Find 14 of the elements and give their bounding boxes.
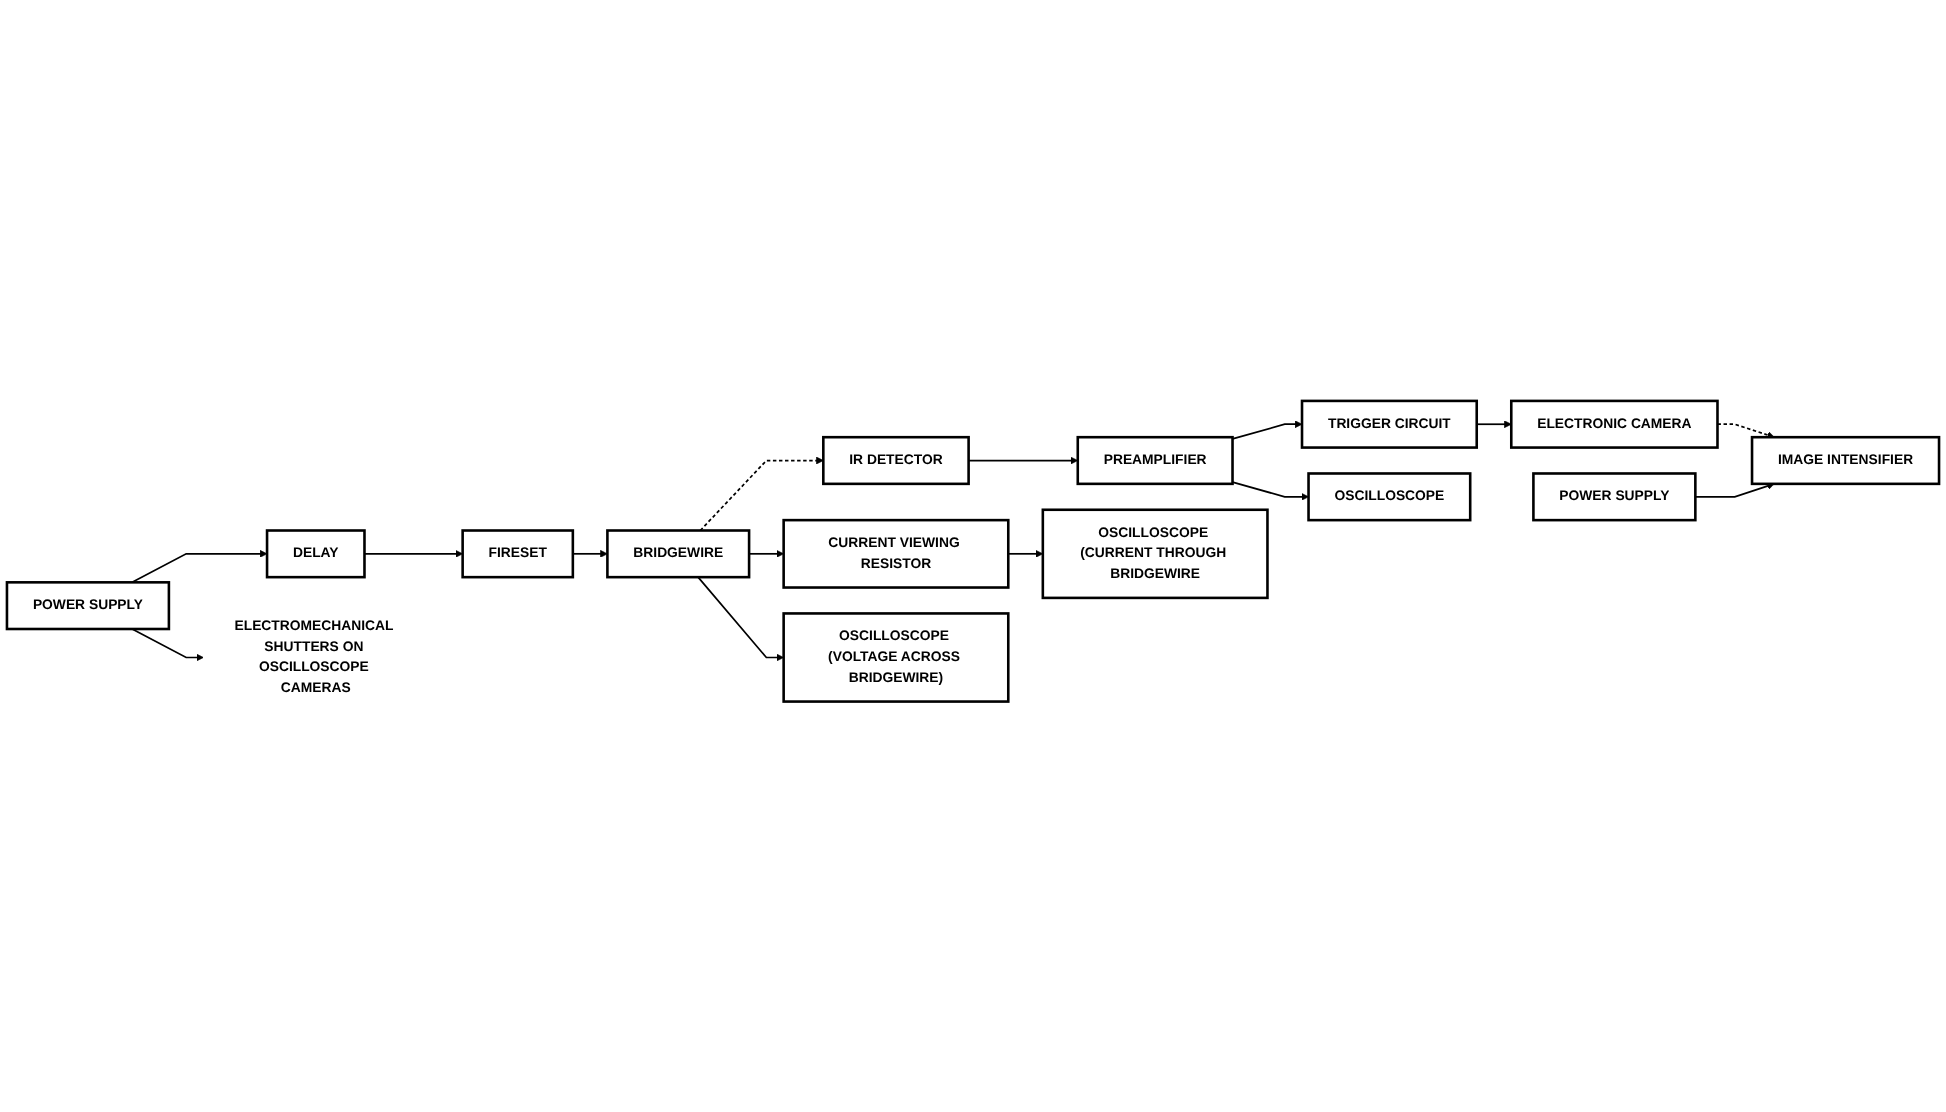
arrow (697, 575, 784, 661)
arrow (1231, 480, 1309, 501)
arrow (131, 627, 204, 661)
arrow (1007, 549, 1044, 558)
arrow (967, 456, 1079, 464)
arrow (1475, 420, 1512, 428)
arrow (699, 456, 824, 531)
arrow (131, 549, 268, 583)
arrow (1694, 481, 1775, 498)
arrow (363, 549, 463, 558)
arrow (1231, 420, 1303, 440)
arrow (748, 549, 784, 558)
arrow (571, 549, 608, 558)
arrow (1716, 422, 1775, 439)
